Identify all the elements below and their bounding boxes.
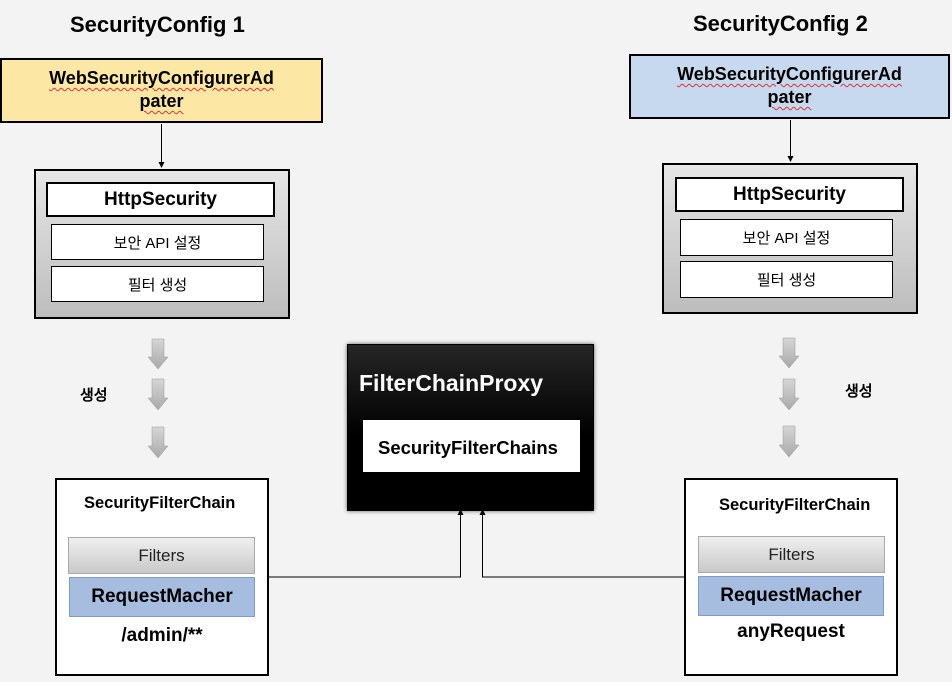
filter-create-left: 필터 생성 xyxy=(51,266,264,302)
chain-to-proxy-connector-left xyxy=(269,509,464,578)
pattern-left: /admin/** xyxy=(121,625,203,646)
adapter-to-http-arrow-left xyxy=(158,124,165,168)
security-filter-chains-box xyxy=(363,420,580,472)
request-matcher-right: RequestMacher xyxy=(698,576,884,616)
adapter-box-right: WebSecurityConfigurerAd pater xyxy=(629,54,950,119)
filters-bar-left: Filters xyxy=(68,537,255,574)
request-matcher-left: RequestMacher xyxy=(69,577,255,617)
adapter-label-left-line2: pater xyxy=(139,91,184,111)
config-title-right: SecurityConfig 2 xyxy=(693,11,868,36)
security-api-config-left: 보안 API 설정 xyxy=(51,224,264,260)
filter-chain-proxy-title: FilterChainProxy xyxy=(359,370,544,396)
adapter-label-right-line2: pater xyxy=(767,87,812,107)
security-api-config-right: 보안 API 설정 xyxy=(680,219,893,256)
adapter-box-left: WebSecurityConfigurerAd pater xyxy=(0,58,323,123)
security-filter-chain-title-left: SecurityFilterChain xyxy=(84,494,236,512)
adapter-label-right-line1: WebSecurityConfigurerAd xyxy=(677,64,902,84)
filters-bar-right: Filters xyxy=(698,536,885,573)
create-label-left: 생성 xyxy=(80,387,108,404)
create-down-arrows-left xyxy=(147,338,169,459)
create-label-right: 생성 xyxy=(845,383,873,400)
config-title-left: SecurityConfig 1 xyxy=(70,12,245,37)
pattern-right: anyRequest xyxy=(737,621,845,642)
http-security-title-left: HttpSecurity xyxy=(46,182,275,217)
create-down-arrows-right xyxy=(778,337,800,458)
security-filter-chains-label: SecurityFilterChains xyxy=(378,437,558,458)
adapter-to-http-arrow-right xyxy=(787,120,794,162)
filter-create-right: 필터 생성 xyxy=(680,261,893,298)
adapter-label-left-line1: WebSecurityConfigurerAd xyxy=(49,68,274,88)
security-filter-chain-title-right: SecurityFilterChain xyxy=(719,496,871,514)
chain-to-proxy-connector-right xyxy=(479,509,684,578)
http-security-title-right: HttpSecurity xyxy=(675,177,904,212)
